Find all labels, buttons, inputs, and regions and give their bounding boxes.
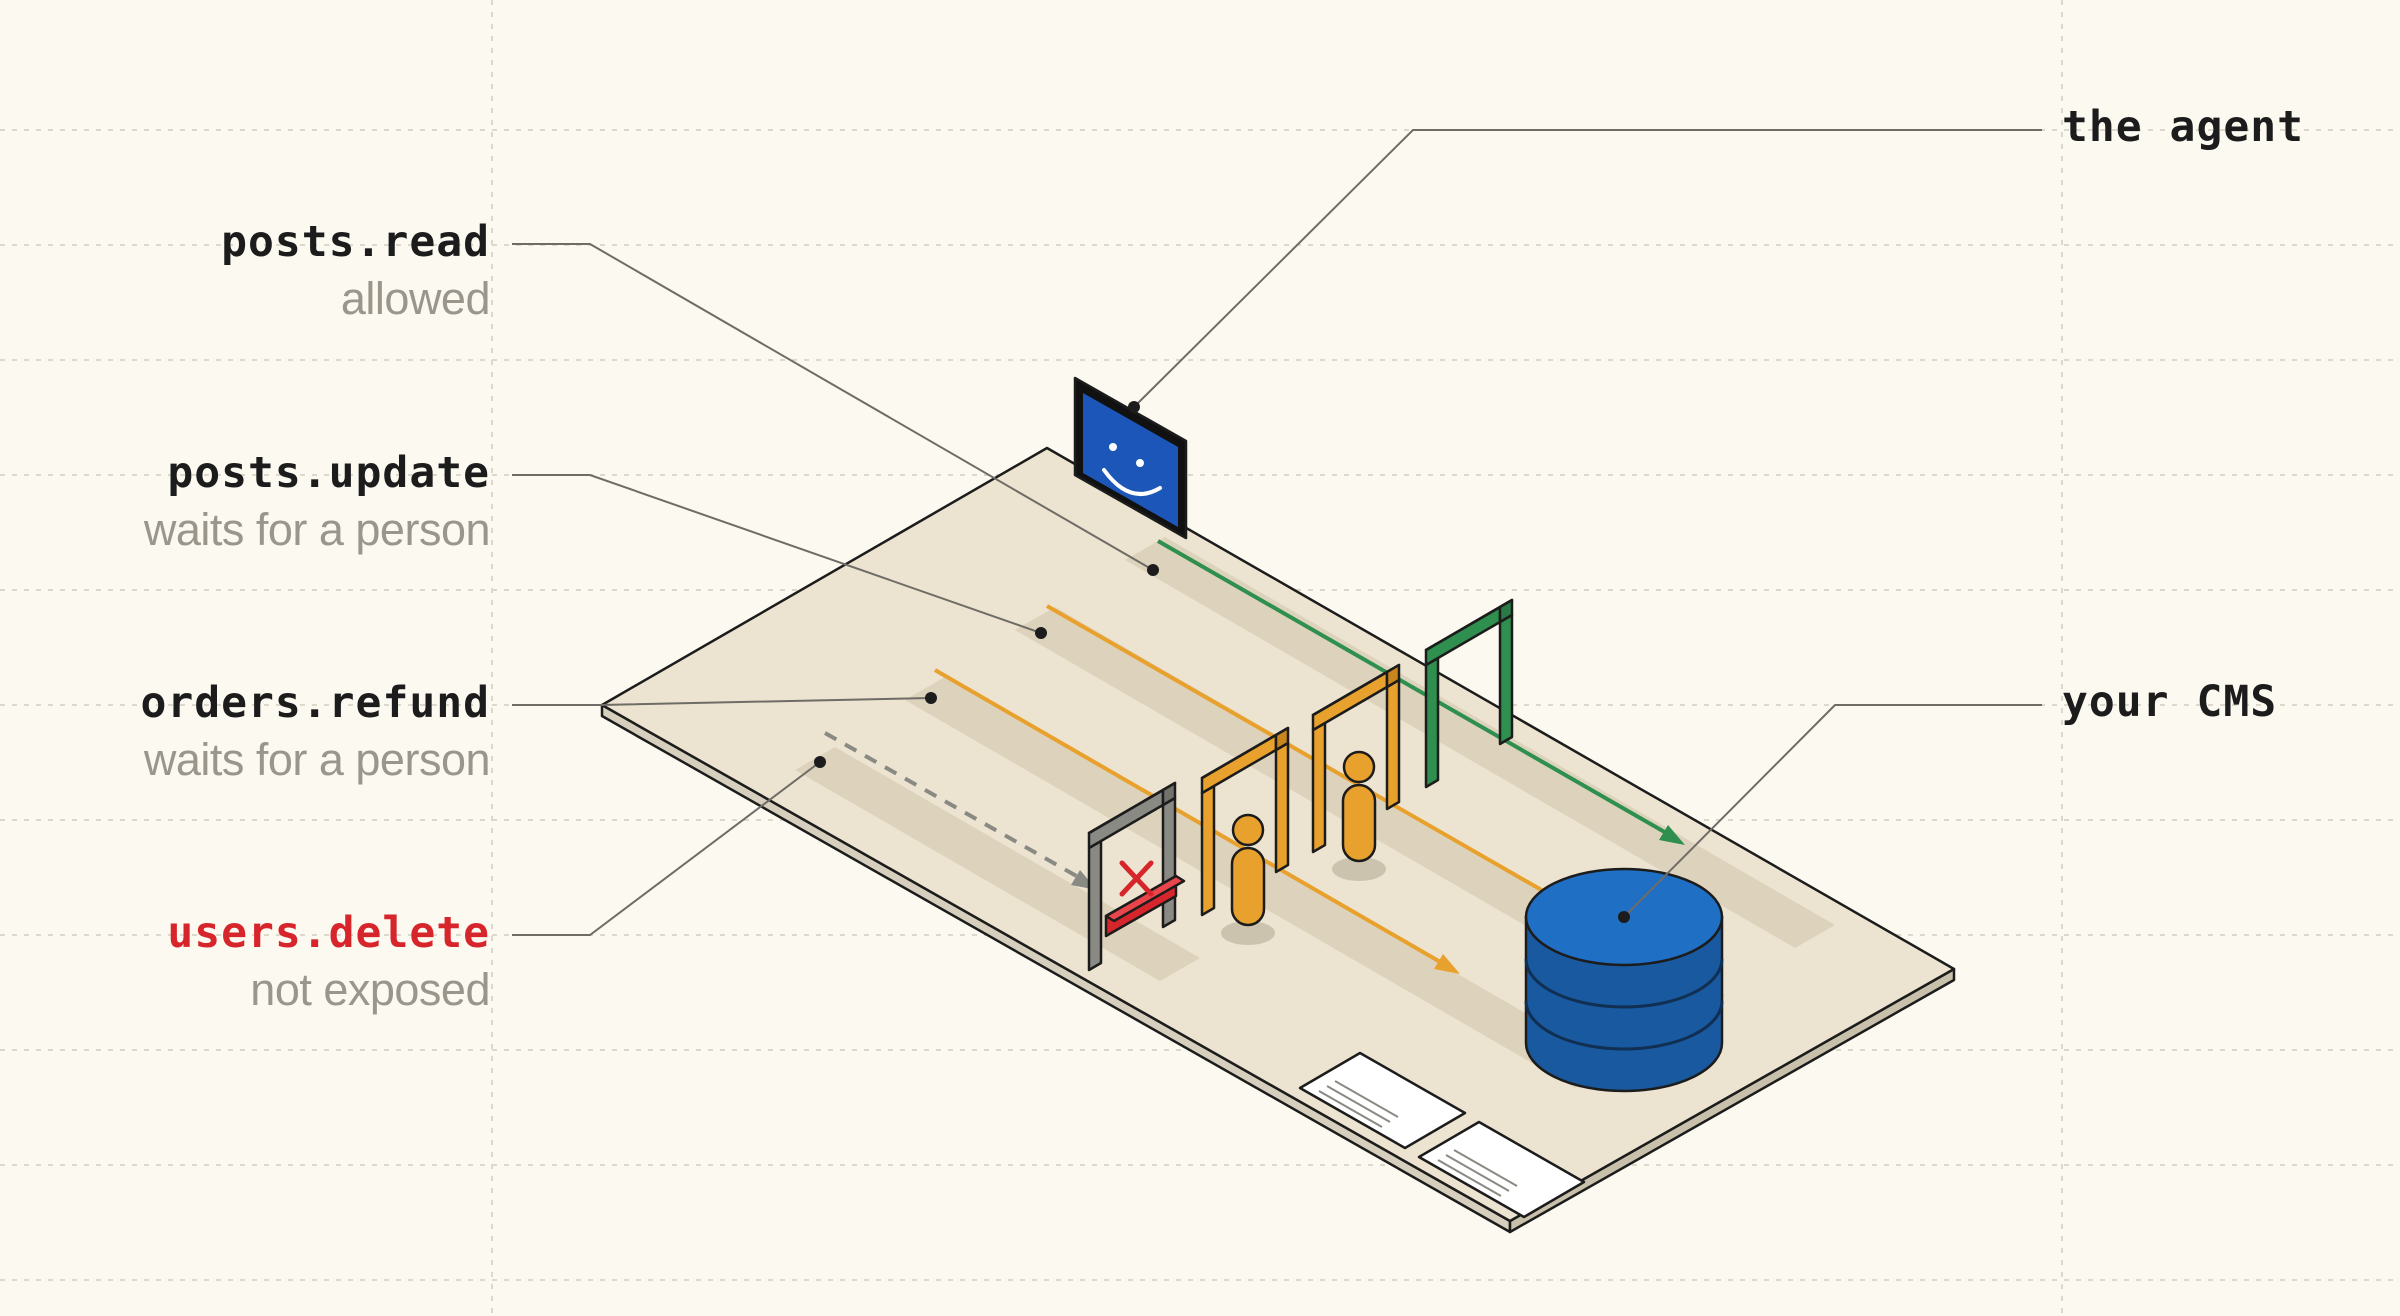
label-name: orders.refund — [140, 678, 490, 728]
document-icon — [1417, 1120, 1586, 1219]
label-name: posts.update — [167, 448, 490, 498]
label-status: allowed — [340, 273, 491, 325]
monitor-smiley-icon — [1073, 376, 1188, 540]
database-icon — [1524, 867, 1724, 1093]
label-orders-refund: orders.refund waits for a person — [140, 678, 491, 786]
label-posts-read: posts.read allowed — [221, 217, 491, 325]
label-status: waits for a person — [143, 504, 491, 556]
label-posts-update: posts.update waits for a person — [143, 448, 491, 556]
lane-arrow-posts-read — [1157, 539, 1685, 845]
gate-allowed — [1424, 598, 1514, 789]
gate-waits-orders-refund — [1200, 726, 1290, 917]
lane-arrow-orders-refund — [933, 668, 1460, 974]
gate-blocked — [1087, 781, 1186, 972]
x-mark-icon — [1119, 860, 1154, 897]
person-icon — [1332, 750, 1386, 881]
leader-dots — [814, 401, 1630, 923]
label-cms: your CMS — [2062, 677, 2278, 727]
label-status: not exposed — [250, 964, 490, 1016]
person-icon — [1221, 813, 1275, 945]
label-agent: the agent — [2062, 102, 2304, 152]
leader-lines — [512, 129, 2042, 936]
gate-waits-posts-update — [1311, 663, 1401, 854]
label-name: the agent — [2062, 102, 2304, 152]
label-name: your CMS — [2062, 677, 2278, 727]
label-name: posts.read — [221, 217, 490, 267]
lane-arrow-posts-update — [1046, 604, 1546, 894]
label-name: users.delete — [167, 908, 490, 958]
label-status: waits for a person — [143, 734, 491, 786]
label-users-delete: users.delete not exposed — [167, 908, 490, 1016]
document-icon — [1298, 1051, 1467, 1150]
